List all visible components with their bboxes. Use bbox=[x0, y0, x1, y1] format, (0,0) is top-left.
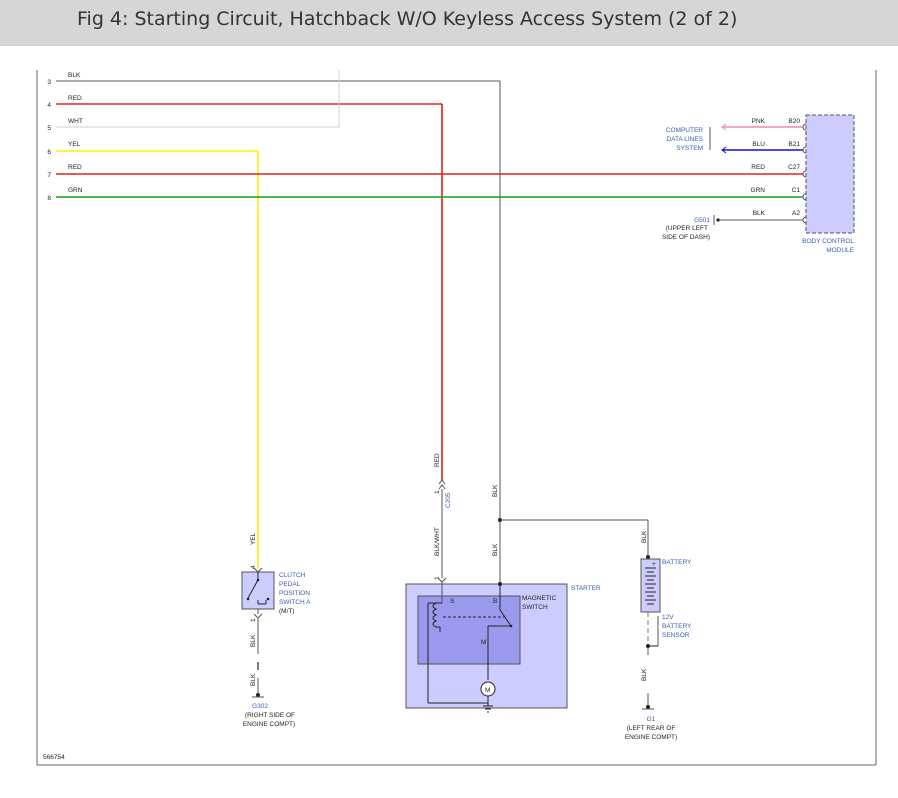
wire-wht-5 bbox=[56, 70, 340, 128]
starter-assembly bbox=[405, 577, 568, 713]
bcm-wire-pnk: PNK bbox=[752, 118, 766, 125]
g1-line2: ENGINE COMPT) bbox=[625, 734, 677, 741]
clutch-wire-yel: YEL bbox=[250, 532, 257, 545]
g501-line2: SIDE OF DASH) bbox=[662, 234, 710, 241]
bcm-pin-c1: C1 bbox=[792, 187, 801, 194]
battery bbox=[640, 555, 661, 710]
battery-sensor-line3: SENSOR bbox=[662, 632, 690, 639]
g501-line1: (UPPER LEFT bbox=[666, 225, 708, 232]
wire-num-3: 3 bbox=[47, 79, 51, 86]
g302-name: G302 bbox=[252, 703, 268, 710]
bcm-pin-b20: B20 bbox=[788, 118, 800, 125]
g1-name: G1 bbox=[647, 716, 656, 723]
g1-line1: (LEFT REAR OF bbox=[627, 725, 676, 732]
battery-sensor-line2: BATTERY bbox=[662, 623, 692, 630]
wire-pnk-b20 bbox=[721, 123, 803, 131]
clutch-wire-blk-ground: BLK bbox=[250, 673, 257, 686]
clutch-label-line1: CLUTCH bbox=[279, 572, 306, 579]
starter-wire-blk-upper: BLK bbox=[492, 484, 499, 497]
bcm-wire-blk: BLK bbox=[753, 210, 766, 217]
bcm-pin-a2: A2 bbox=[792, 210, 800, 217]
wire-num-8: 8 bbox=[47, 195, 51, 202]
starter-label: STARTER bbox=[571, 585, 601, 592]
data-lines-line2: DATA LINES bbox=[666, 136, 703, 143]
figure-id: 566754 bbox=[43, 754, 65, 761]
g501-name: G501 bbox=[694, 217, 710, 224]
wire-color-5: WHT bbox=[68, 118, 83, 125]
bcm-wire-grn: GRN bbox=[751, 187, 766, 194]
bcm-wire-blu: BLU bbox=[752, 141, 765, 148]
wire-blu-b21 bbox=[721, 146, 803, 154]
clutch-pin-top: 4 bbox=[250, 565, 257, 569]
data-lines-line3: SYSTEM bbox=[676, 145, 703, 152]
clutch-label-line3: POSITION bbox=[279, 590, 310, 597]
clutch-label-line2: PEDAL bbox=[279, 581, 301, 588]
motor-symbol: M bbox=[485, 687, 490, 694]
wire-yel-6 bbox=[56, 150, 259, 568]
body-control-module bbox=[802, 114, 855, 234]
clutch-label-line5: (M/T) bbox=[279, 608, 295, 615]
terminal-m: M bbox=[481, 639, 486, 646]
bcm-label-line1: BODY CONTROL bbox=[802, 238, 854, 245]
battery-wire-bottom: BLK bbox=[641, 668, 648, 681]
battery-label: BATTERY bbox=[662, 559, 692, 566]
wire-color-8: GRN bbox=[68, 187, 83, 194]
ground-g501-symbol bbox=[713, 215, 720, 225]
wire-color-6: YEL bbox=[68, 141, 81, 148]
wire-num-7: 7 bbox=[47, 172, 51, 179]
bcm-pin-c27: C27 bbox=[788, 164, 800, 171]
wire-num-4: 4 bbox=[47, 102, 51, 109]
clutch-wire-blk: BLK bbox=[250, 634, 257, 647]
terminal-b: B bbox=[493, 598, 497, 605]
figure-header: Fig 4: Starting Circuit, Hatchback W/O K… bbox=[0, 0, 898, 46]
starter-wire-blkwht: BLK/WHT bbox=[434, 527, 441, 556]
g302-line1: (RIGHT SIDE OF bbox=[245, 712, 295, 719]
battery-sensor-line1: 12V bbox=[662, 614, 674, 621]
terminal-s: S bbox=[450, 598, 455, 605]
magnetic-switch-line1: MAGNETIC bbox=[522, 595, 557, 602]
wire-color-4: RED bbox=[68, 95, 82, 102]
g302-line2: ENGINE COMPT) bbox=[243, 721, 295, 728]
battery-wire-top: BLK bbox=[641, 530, 648, 543]
magnetic-switch-line2: SWITCH bbox=[522, 604, 548, 611]
data-lines-line1: COMPUTER bbox=[666, 127, 704, 134]
clutch-pin-bottom: 1 bbox=[250, 618, 257, 622]
bcm-pin-b21: B21 bbox=[788, 141, 800, 148]
wire-color-7: RED bbox=[68, 164, 82, 171]
c205-wire-red: RED bbox=[434, 453, 441, 467]
wire-num-6: 6 bbox=[47, 149, 51, 156]
wire-color-3: BLK bbox=[68, 72, 81, 79]
starter-pin-s: 1 bbox=[434, 576, 441, 580]
diagram-frame bbox=[36, 70, 877, 766]
bcm-wire-red: RED bbox=[751, 164, 765, 171]
clutch-pedal-switch bbox=[241, 567, 275, 698]
c205-pin: 1 bbox=[434, 490, 441, 494]
figure-title: Fig 4: Starting Circuit, Hatchback W/O K… bbox=[77, 8, 738, 30]
connector-c205 bbox=[438, 479, 446, 578]
wire-red-4 bbox=[56, 103, 443, 480]
battery-plus: + bbox=[652, 561, 656, 568]
clutch-label-line4: SWITCH A bbox=[279, 599, 311, 606]
wire-num-5: 5 bbox=[47, 125, 51, 132]
starter-wire-blk: BLK bbox=[492, 543, 499, 556]
bcm-label-line2: MODULE bbox=[826, 247, 854, 254]
wire-blk-3 bbox=[56, 80, 649, 584]
c205-name: C205 bbox=[445, 492, 452, 508]
